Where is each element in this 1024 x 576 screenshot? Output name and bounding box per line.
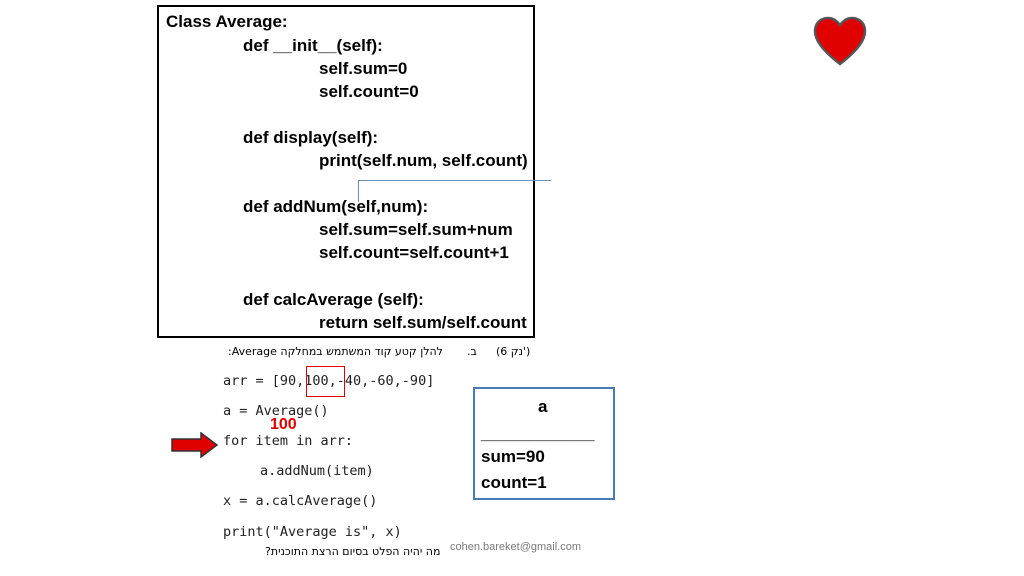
addnum-sum-line: self.sum=self.sum+num [319,220,513,239]
heart-icon [813,16,867,66]
connector-line-horizontal [358,180,551,181]
object-divider: ____________ [481,424,595,443]
addnum-def-line: def addNum(self,num): [243,197,429,216]
current-item-value: 100 [270,416,297,433]
object-count: count=1 [481,473,547,492]
author-email: cohen.bareket@gmail.com [450,541,582,553]
code-addnum-line: a.addNum(item) [260,463,374,479]
code-print-line: print("Average is", x) [223,524,402,540]
calcavg-return-line: return self.sum/self.count [319,313,527,332]
code-x-line: x = a.calcAverage() [223,493,378,509]
class-header-line: Class Average: [166,12,288,31]
connector-line-vertical [358,180,359,202]
object-state-box [473,387,615,500]
code-for-line: for item in arr: [223,433,354,449]
object-sum: sum=90 [481,447,545,466]
object-name: a [538,397,548,416]
current-item-highlight [306,366,345,397]
init-def-line: def __init__(self): [243,36,383,55]
calcavg-def-line: def calcAverage (self): [243,290,424,309]
display-print-line: print(self.num, self.count) [319,151,528,170]
display-def-line: def display(self): [243,128,379,147]
question-text: להלן קטע קוד המשתמש במחלקה Average: [228,345,443,358]
question-letter: ב. [467,345,477,358]
init-sum-line: self.sum=0 [319,59,408,78]
addnum-count-line: self.count=self.count+1 [319,243,509,262]
code-arr-line: arr = [90,100,-40,-60,-90] [223,373,435,389]
right-arrow-icon [171,432,219,458]
init-count-line: self.count=0 [319,82,419,101]
question-points: (6 נק') [496,345,531,358]
code-a-line: a = Average() [223,403,329,419]
question-footer: מה יהיה הפלט בסיום הרצת התוכנית? [265,545,441,558]
class-code-box [157,5,535,338]
